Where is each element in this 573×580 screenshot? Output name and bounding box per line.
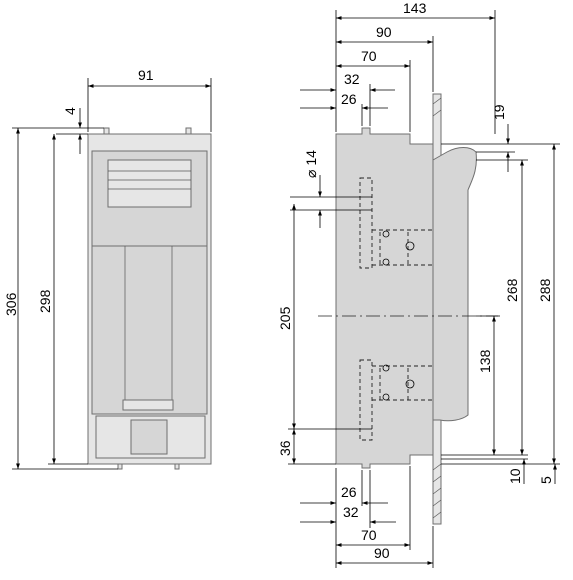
side-bottom-hole-label: 36	[277, 440, 293, 456]
side-hole-spacing-label: 205	[277, 306, 293, 330]
side-bottom-90-label: 90	[374, 545, 390, 561]
front-handle	[122, 399, 174, 411]
side-height-268-label: 268	[504, 278, 520, 302]
front-lower-panel	[91, 245, 208, 415]
side-bottom-26-label: 26	[341, 484, 357, 500]
side-handle	[432, 147, 477, 422]
front-window	[107, 159, 192, 208]
side-depth-26-label: 26	[341, 91, 357, 107]
side-bottom-step-5-label: 5	[538, 476, 554, 484]
side-top-step-label: 19	[491, 104, 507, 120]
side-body	[335, 127, 434, 469]
front-top-lug-left	[103, 127, 110, 135]
side-height-288-label: 288	[537, 278, 553, 302]
front-width-label: 91	[138, 67, 154, 83]
side-hole-diameter-label: ⌀ 14	[303, 150, 319, 178]
side-bottom-step-10-label: 10	[507, 468, 523, 484]
side-depth-90-label: 90	[376, 24, 392, 40]
front-total-height-label: 306	[3, 292, 19, 316]
front-view: 91 4 306 298	[3, 67, 212, 470]
side-view: 143 90 70 32 26 19 268 288 138	[277, 0, 560, 568]
side-total-depth-label: 143	[403, 0, 427, 16]
side-depth-70-label: 70	[361, 48, 377, 64]
side-bottom-32-label: 32	[343, 504, 359, 520]
side-depth-32-label: 32	[344, 71, 360, 87]
front-top-lug-right	[185, 127, 192, 135]
side-bottom-70-label: 70	[361, 527, 377, 543]
front-top-offset-label: 4	[62, 107, 78, 115]
front-inner-height-label: 298	[37, 289, 53, 313]
side-height-138-label: 138	[477, 349, 493, 373]
